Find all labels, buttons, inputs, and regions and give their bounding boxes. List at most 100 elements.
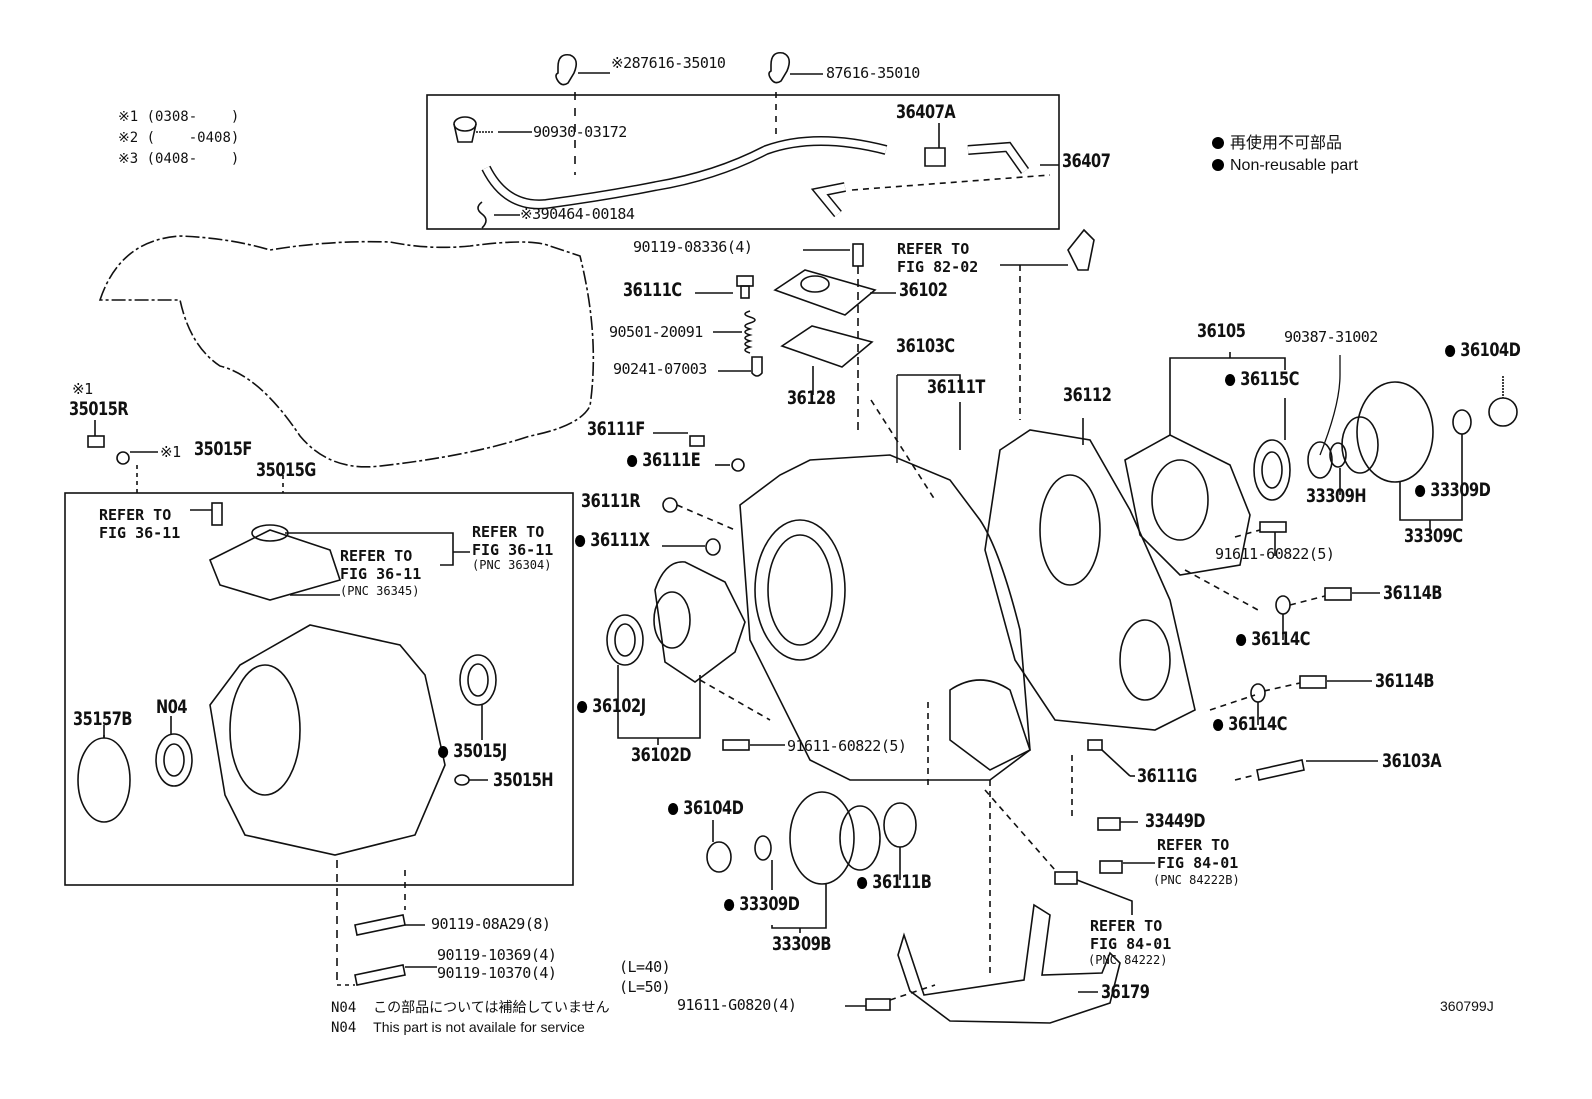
non-reusable-bullet-icon bbox=[1212, 159, 1224, 171]
part-label[interactable]: 35015J bbox=[438, 742, 507, 761]
part-label[interactable]: 90119-08A29(8) bbox=[431, 915, 551, 933]
speed-sensor-icon bbox=[1099, 860, 1123, 874]
part-label[interactable]: 36104D bbox=[668, 799, 744, 818]
part-label[interactable]: 36128 bbox=[787, 387, 836, 409]
plug-icon bbox=[1087, 739, 1103, 751]
pnc-84222b: (PNC 84222B) bbox=[1153, 873, 1240, 887]
part-label[interactable]: 36102J bbox=[577, 697, 646, 716]
part-label[interactable]: 36111R bbox=[581, 490, 641, 512]
washer-icon bbox=[731, 458, 745, 472]
refer-fig-36-11-c[interactable]: REFER TO FIG 36-11 bbox=[472, 523, 554, 559]
part-label[interactable]: 36115C bbox=[1225, 370, 1299, 389]
plug-icon bbox=[1097, 817, 1121, 831]
part-label[interactable]: 36102D bbox=[631, 744, 692, 766]
bolt-icon bbox=[87, 435, 105, 448]
non-reusable-bullet-icon bbox=[1212, 137, 1224, 149]
part-label[interactable]: 90930-03172 bbox=[533, 123, 627, 141]
transmission-outline bbox=[98, 235, 595, 468]
part-label[interactable]: ※287616-35010 bbox=[611, 54, 726, 72]
part-label[interactable]: 36114B bbox=[1383, 582, 1443, 604]
part-label[interactable]: 36105 bbox=[1197, 320, 1246, 342]
bolt-icon bbox=[803, 243, 864, 430]
nut-icon bbox=[706, 841, 732, 873]
part-label[interactable]: 36407 bbox=[1062, 150, 1111, 172]
pnc-36304: (PNC 36304) bbox=[472, 558, 552, 572]
companion-flange-icon bbox=[789, 791, 881, 885]
part-label[interactable]: 36114B bbox=[1375, 670, 1435, 692]
part-label[interactable]: 36112 bbox=[1063, 384, 1112, 406]
non-reusable-bullet-icon bbox=[1415, 485, 1426, 497]
part-label[interactable]: 35157B bbox=[73, 708, 133, 730]
washer-icon bbox=[754, 835, 772, 861]
bolt-icon bbox=[1299, 675, 1327, 689]
refer-fig-84-01-b[interactable]: REFER TO FIG 84-01 bbox=[1090, 917, 1172, 953]
part-label[interactable]: 36111T bbox=[927, 376, 985, 398]
part-label[interactable]: 36111E bbox=[627, 451, 701, 470]
non-reusable-bullet-icon bbox=[438, 746, 449, 758]
part-label[interactable]: 90119-10370(4) bbox=[437, 964, 557, 982]
part-label[interactable]: 36111G bbox=[1137, 765, 1197, 787]
bearing-icon bbox=[1253, 439, 1291, 501]
part-label[interactable]: 36102 bbox=[899, 279, 948, 301]
part-label[interactable]: 90119-10369(4) bbox=[437, 946, 557, 964]
part-label[interactable]: 33449D bbox=[1145, 810, 1206, 832]
refer-fig-82-02[interactable]: REFER TO FIG 82-02 bbox=[897, 240, 979, 276]
part-label[interactable]: N04 bbox=[156, 696, 188, 718]
part-label[interactable]: 90119-08336(4) bbox=[633, 238, 753, 256]
note-2: ※2 ( -0408) bbox=[118, 130, 240, 146]
part-label[interactable]: 36104D bbox=[1445, 341, 1521, 360]
rear-housing-icon bbox=[653, 561, 746, 683]
part-label[interactable]: 36407A bbox=[896, 101, 956, 123]
refer-fig-36-11-a[interactable]: REFER TO FIG 36-11 bbox=[99, 506, 181, 542]
part-label[interactable]: 36103C bbox=[896, 335, 955, 357]
non-reusable-bullet-icon bbox=[1236, 634, 1247, 646]
part-label[interactable]: 35015G bbox=[256, 459, 316, 481]
note-marker: ※1 bbox=[72, 380, 93, 398]
part-label[interactable]: 36114C bbox=[1213, 715, 1287, 734]
part-label[interactable]: 91611-G0820(4) bbox=[677, 996, 797, 1014]
companion-flange-icon bbox=[1341, 381, 1434, 483]
bolt-icon bbox=[865, 998, 891, 1011]
part-label[interactable]: 36111B bbox=[857, 873, 932, 892]
note-marker: ※1 bbox=[160, 443, 181, 461]
part-label[interactable]: 90501-20091 bbox=[609, 323, 703, 341]
bolt-icon bbox=[1324, 587, 1352, 601]
part-label[interactable]: 33309C bbox=[1404, 525, 1463, 547]
part-label[interactable]: 90241-07003 bbox=[613, 360, 707, 378]
part-label[interactable]: 91611-60822(5) bbox=[787, 737, 907, 755]
part-label[interactable]: 36111X bbox=[575, 531, 650, 550]
part-label[interactable]: 36114C bbox=[1236, 630, 1310, 649]
part-label[interactable]: 33309H bbox=[1306, 485, 1367, 507]
part-label[interactable]: 36103A bbox=[1382, 750, 1442, 772]
cover-plate-icon bbox=[773, 269, 877, 316]
part-label[interactable]: ※390464-00184 bbox=[520, 205, 635, 223]
non-reusable-bullet-icon bbox=[1225, 374, 1236, 386]
part-label[interactable]: 36111F bbox=[587, 418, 645, 440]
legend-jp: 再使用不可部品 bbox=[1212, 133, 1342, 155]
washer-icon bbox=[116, 451, 130, 465]
washer-icon bbox=[1452, 409, 1472, 435]
extension-housing-box bbox=[64, 492, 574, 886]
bracket-icon bbox=[1067, 228, 1095, 271]
part-label[interactable]: 35015H bbox=[493, 769, 554, 791]
part-label[interactable]: 35015F bbox=[194, 438, 252, 460]
non-reusable-bullet-icon bbox=[857, 877, 868, 889]
part-label[interactable]: 36179 bbox=[1101, 981, 1150, 1003]
long-bolt-icon bbox=[1256, 759, 1305, 781]
part-label[interactable]: 33309D bbox=[1415, 481, 1491, 500]
nut-icon bbox=[1488, 397, 1518, 427]
bolt-icon bbox=[722, 739, 750, 751]
part-label[interactable]: 33309D bbox=[724, 895, 800, 914]
length-note: (L=40) bbox=[619, 958, 671, 976]
part-label[interactable]: 90387-31002 bbox=[1284, 328, 1378, 346]
part-label[interactable]: 36111C bbox=[623, 279, 682, 301]
non-reusable-bullet-icon bbox=[575, 535, 586, 547]
part-label[interactable]: 87616-35010 bbox=[826, 64, 920, 82]
refer-fig-36-11-b[interactable]: REFER TO FIG 36-11 bbox=[340, 547, 422, 583]
note-3: ※3 (0408- ) bbox=[118, 151, 240, 167]
part-label[interactable]: 35015R bbox=[69, 398, 129, 420]
part-label[interactable]: 33309B bbox=[772, 933, 832, 955]
part-label[interactable]: 91611-60822(5) bbox=[1215, 545, 1335, 563]
refer-fig-84-01-a[interactable]: REFER TO FIG 84-01 bbox=[1157, 836, 1239, 872]
